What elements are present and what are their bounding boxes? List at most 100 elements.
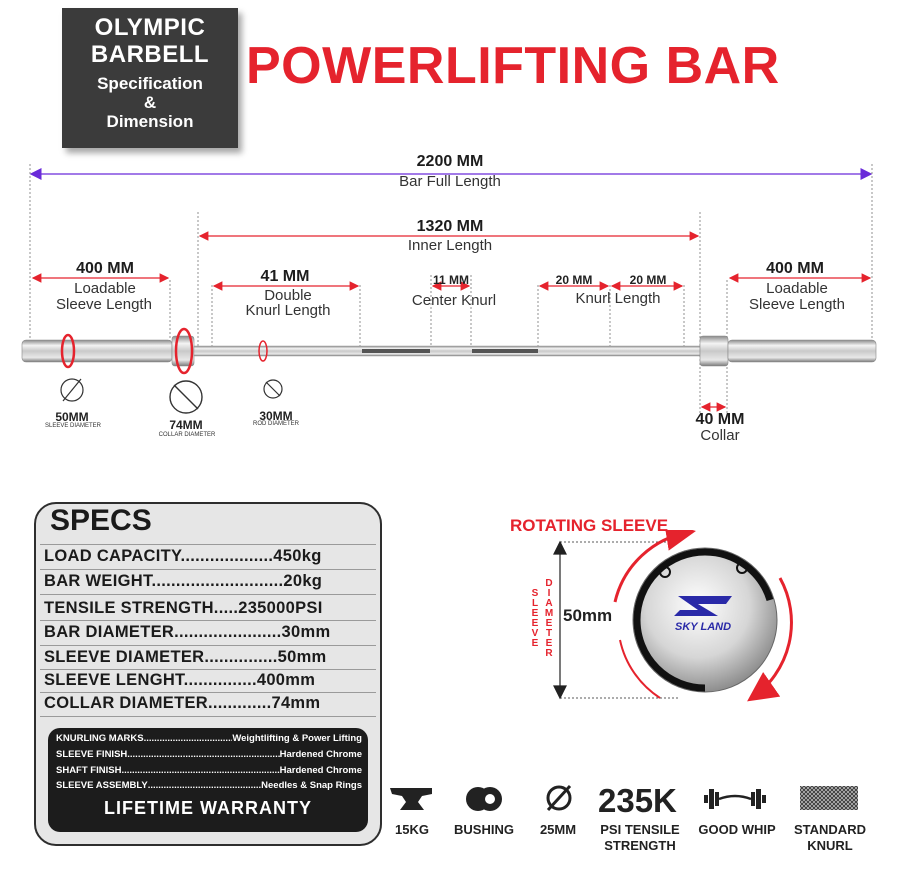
spec-divider [40, 645, 376, 646]
vertical-sleeve-text: SLEEVE [529, 588, 541, 648]
specs-title: SPECS [50, 504, 152, 537]
finish-key: SLEEVE ASSEMBLY [56, 780, 148, 791]
full-length-label: Bar Full Length [399, 173, 501, 190]
spec-row: LOAD CAPACITY...................450kg [44, 547, 322, 565]
double-knurl-label2: Knurl Length [245, 302, 331, 319]
finish-value: Hardened Chrome [279, 749, 362, 760]
collar-length-value: 40 MM [695, 411, 745, 428]
spec-row: SLEEVE DIAMETER...............50mm [44, 648, 327, 666]
collar-length-label: Collar [700, 427, 740, 444]
knurl-b-value: 20 MM [629, 273, 667, 287]
sleeve-diameter-measure: 50mm [563, 606, 613, 625]
dimension-guides [29, 164, 873, 415]
finish-box [48, 728, 368, 832]
inner-length-value: 1320 MM [416, 218, 484, 235]
badge-line-dimension: Dimension [106, 112, 194, 131]
sleeve-diameter-icon [60, 378, 84, 402]
center-knurl-label: Center Knurl [411, 292, 497, 309]
knurl-a-value: 20 MM [555, 273, 593, 287]
feature-tensile-label2: STRENGTH [604, 838, 676, 853]
spec-row: BAR WEIGHT...........................20k… [44, 572, 323, 590]
rotating-sleeve-title: ROTATING SLEEVE [510, 516, 669, 535]
sleeve-end-graphic [553, 530, 793, 702]
vertical-diameter-text: DIAMETER [543, 578, 555, 658]
sleeve-diameter-caption: SLEEVE DIAMETER [44, 423, 101, 429]
finish-key: SHAFT FINISH [56, 765, 122, 776]
finish-key: KNURLING MARKS [56, 733, 144, 744]
finish-dots: ........................................… [121, 765, 280, 776]
badge-line-olympic: OLYMPIC [94, 14, 206, 41]
rod-diameter-caption: ROD DIAMETER [252, 421, 299, 427]
finish-value: Hardened Chrome [279, 765, 362, 776]
finish-dots: ........................................… [127, 749, 279, 760]
rod-diameter-icon [263, 379, 283, 399]
brand-logo [674, 596, 732, 616]
anvil-icon [390, 788, 432, 810]
left-sleeve-label2: Sleeve Length [56, 296, 152, 313]
full-length-value: 2200 MM [416, 153, 484, 170]
finish-value: Needles & Snap Rings [261, 780, 362, 791]
finish-dots: ........................................… [143, 733, 233, 744]
double-knurl-label1: Double [264, 287, 312, 304]
brand-name: SKY LAND [675, 621, 732, 633]
bar-diagram [21, 164, 877, 415]
right-sleeve-label2: Sleeve Length [749, 296, 845, 313]
spec-divider [40, 620, 376, 621]
spec-row: BAR DIAMETER......................30mm [44, 623, 331, 641]
double-knurl-value: 41 MM [260, 268, 310, 285]
collar-diameter-caption: COLLAR DIAMETER [158, 432, 216, 438]
bushing-icon [466, 787, 502, 811]
snap-ring [633, 548, 777, 692]
rotation-arrows [613, 530, 793, 702]
feature-weight-label: 15KG [395, 822, 429, 837]
left-sleeve-label1: Loadable [74, 280, 136, 297]
warranty-label: LIFETIME WARRANTY [104, 798, 312, 818]
finish-row: KNURLING MARKS .........................… [56, 733, 362, 744]
spec-row: COLLAR DIAMETER.............74mm [44, 694, 321, 712]
spec-divider [40, 569, 376, 570]
spec-row: SLEEVE LENGHT...............400mm [44, 671, 316, 689]
page-title: POWERLIFTING BAR [246, 37, 780, 95]
finish-row: SLEEVE FINISH ..........................… [56, 749, 362, 760]
spec-divider [40, 692, 376, 693]
vertical-sleeve-word: SLEEVE [529, 588, 541, 651]
badge-line-barbell: BARBELL [90, 41, 210, 68]
tensile-big-number: 235K [598, 782, 677, 819]
right-sleeve-value: 400 MM [766, 260, 824, 277]
knurl-pattern-icon [800, 786, 858, 810]
rod-diameter-value: 30MM [259, 409, 293, 423]
left-sleeve-value: 400 MM [76, 260, 134, 277]
barbell-image [21, 335, 877, 367]
badge-line-specification: Specification [97, 74, 203, 93]
spec-divider [40, 716, 376, 717]
spec-divider [40, 669, 376, 670]
spec-divider [40, 544, 376, 545]
finish-value: Weightlifting & Power Lifting [232, 733, 362, 744]
diameter-icon [546, 784, 572, 812]
feature-diameter-label: 25MM [539, 822, 577, 837]
finish-row: SLEEVE ASSEMBLY ........................… [56, 780, 362, 791]
right-sleeve-label1: Loadable [766, 280, 828, 297]
vertical-diameter-word: DIAMETER [543, 578, 555, 661]
inner-length-label: Inner Length [407, 237, 493, 254]
spec-badge: OLYMPIC BARBELL Specification & Dimensio… [62, 8, 238, 148]
feature-bushing-label: BUSHING [454, 822, 514, 837]
finish-key: SLEEVE FINISH [56, 749, 128, 760]
finish-row: SHAFT FINISH ...........................… [56, 765, 362, 776]
rotation-rings [60, 327, 268, 375]
sleeve-diameter-value: 50MM [55, 410, 89, 424]
center-knurl-value: 11 MM [432, 273, 469, 287]
spec-row: TENSILE STRENGTH.....235000PSI [44, 599, 323, 617]
feature-whip-label: GOOD WHIP [698, 822, 776, 837]
finish-dots: ........................................… [147, 780, 262, 791]
red-dimension-arrows [31, 231, 872, 412]
sleeve-disc [632, 547, 778, 693]
knurl-length-label: Knurl Length [575, 290, 661, 307]
barbell-icon [704, 789, 766, 809]
spec-divider [40, 594, 376, 595]
feature-knurl-label1: STANDARD [794, 822, 866, 837]
feature-tensile-label1: PSI TENSILE [600, 822, 680, 837]
collar-diameter-value: 74MM [169, 418, 203, 432]
feature-knurl-label2: KNURL [807, 838, 853, 853]
badge-line-ampersand: & [143, 93, 157, 112]
